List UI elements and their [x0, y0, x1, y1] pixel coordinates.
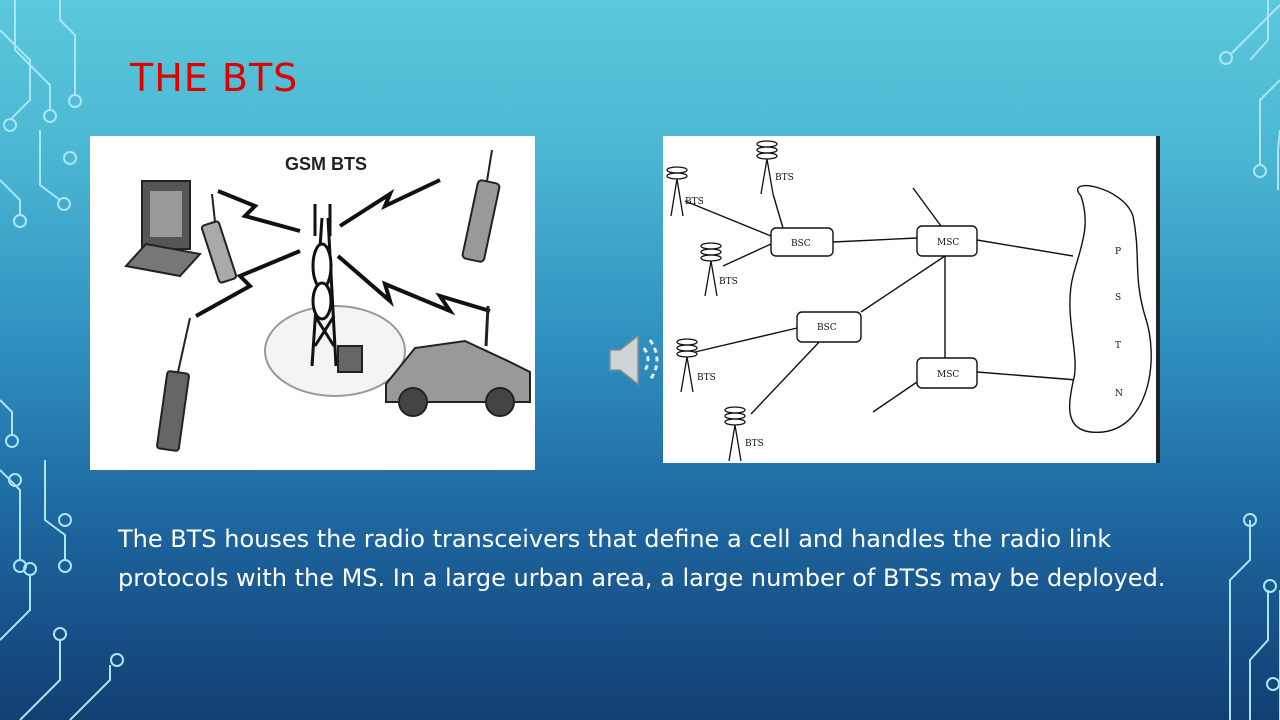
- bts-tower-icon: [666, 166, 688, 217]
- equipment-box-icon: [337, 345, 363, 373]
- laptop-icon: [124, 180, 202, 278]
- mobile-phone-icon: [156, 317, 191, 452]
- msc-label: MSC: [937, 370, 959, 380]
- slide-body-text: The BTS houses the radio transceivers th…: [118, 525, 1166, 592]
- bts-tower-icon: [724, 406, 746, 462]
- circuit-decoration-left: [0, 0, 124, 720]
- bts-tower-icon: [756, 140, 778, 195]
- bsc-label: BSC: [791, 239, 811, 249]
- pstn-letter: T: [1115, 341, 1121, 351]
- bts-label: BTS: [719, 277, 738, 287]
- pstn-letter: P: [1115, 247, 1121, 257]
- figure-label-gsm-bts: GSM BTS: [285, 154, 367, 174]
- mobile-phone-icon: [461, 149, 501, 263]
- msc-label: MSC: [937, 238, 959, 248]
- bts-label: BTS: [775, 173, 794, 183]
- mobile-phone-icon: [200, 193, 238, 284]
- speaker-icon[interactable]: [604, 330, 670, 390]
- bts-tower-icon: [676, 338, 698, 393]
- slide-title: THE BTS: [130, 56, 299, 100]
- bts-label: BTS: [745, 439, 764, 449]
- circuit-decoration-right: [1219, 0, 1280, 720]
- gsm-network-diagram: BTS BTS BTS BTS BTS BSC BSC MSC MSC P S …: [663, 136, 1160, 463]
- bts-tower-icon: [700, 242, 722, 297]
- gsm-bts-illustration: GSM BTS: [90, 136, 535, 470]
- bsc-label: BSC: [817, 323, 837, 333]
- pstn-letter: N: [1115, 389, 1123, 399]
- bts-label: BTS: [697, 373, 716, 383]
- car-icon: [385, 305, 531, 417]
- bts-label: BTS: [685, 197, 704, 207]
- pstn-letter: S: [1115, 293, 1121, 303]
- bts-tower-icon: [310, 204, 338, 367]
